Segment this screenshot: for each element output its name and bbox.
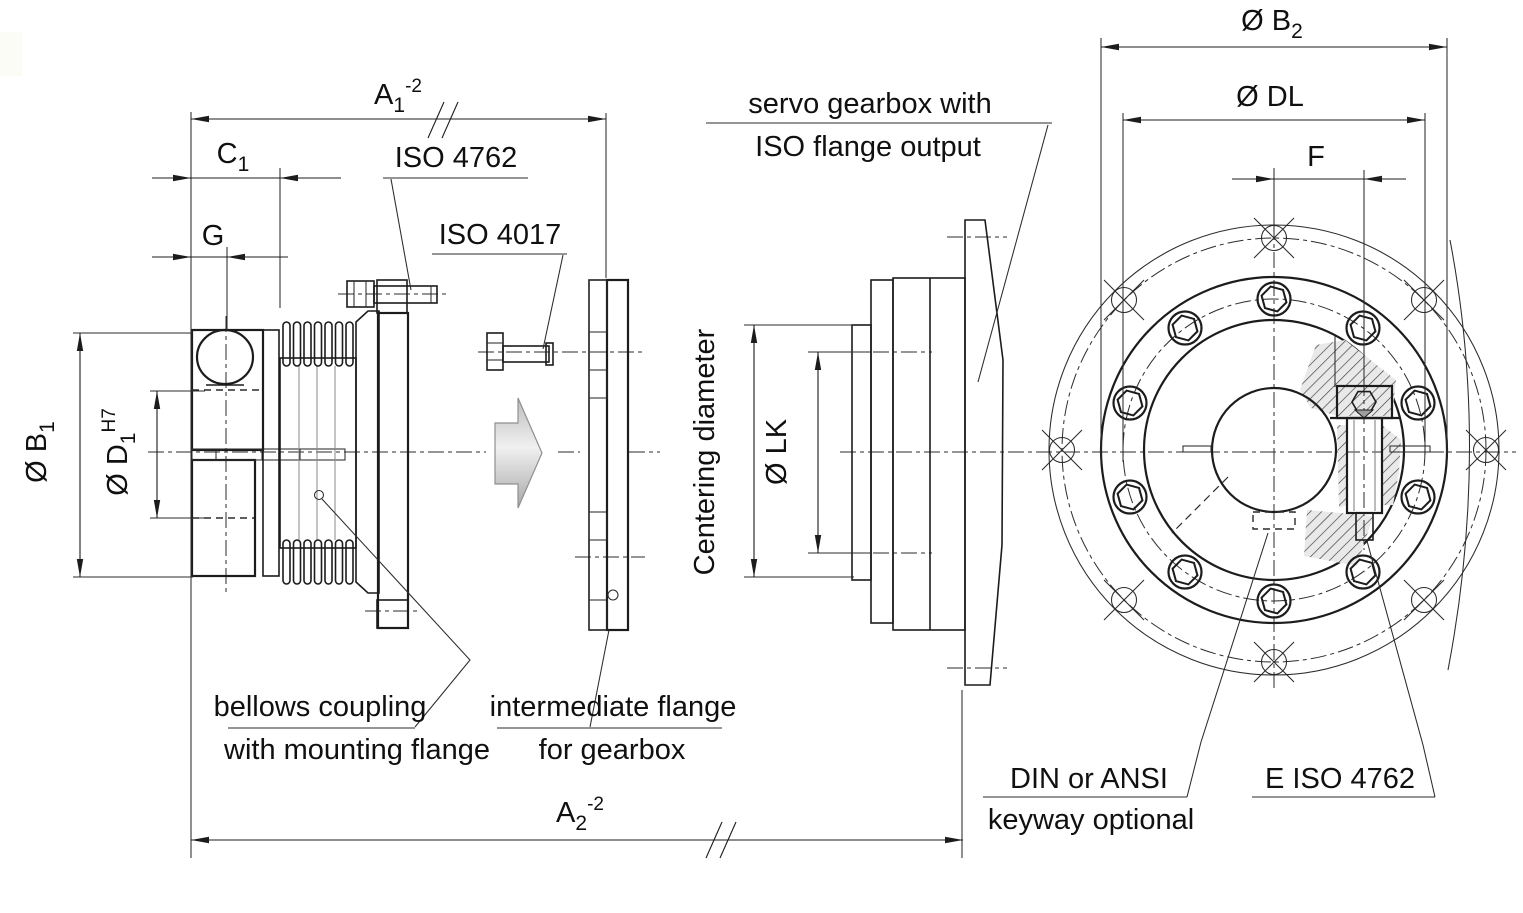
- flange-screw-hole-detail: [607, 589, 619, 601]
- dim-label-g: G: [202, 220, 225, 252]
- dimension-f: F: [1232, 141, 1406, 183]
- hub-slit-right: [1389, 445, 1431, 453]
- clamp-screw-front: [1330, 336, 1399, 550]
- dim-label-dl: Ø DL: [1236, 81, 1304, 113]
- gearbox-body-silhouette: [1447, 239, 1471, 671]
- assembly-direction-arrow-icon: [494, 397, 543, 509]
- dimension-lk: Ø LK: [761, 352, 822, 553]
- mounting-flange: [355, 279, 410, 630]
- iso4762-screw-side: [346, 280, 438, 308]
- flange-boss-section-bottom: [376, 599, 409, 629]
- hub-outer-circle: [1142, 318, 1406, 582]
- leader-dot: [313, 489, 325, 501]
- label-bellows-1: bellows coupling: [214, 691, 427, 723]
- dim-label-d1: Ø D1H7: [99, 408, 140, 496]
- servo-gearbox-view: [851, 219, 1004, 686]
- dimension-d1: Ø D1H7: [99, 391, 161, 518]
- label-keyway-1: DIN or ANSI: [1010, 763, 1168, 795]
- front-view: [1041, 217, 1507, 683]
- gearbox-flange-plate: [964, 219, 1004, 686]
- hidden-slit-edge: [1171, 476, 1229, 534]
- callout-keyway: DIN or ANSI keyway optional: [983, 532, 1269, 836]
- dim-label-b1: Ø B1: [21, 421, 59, 483]
- bellows-corrugations-bottom: [282, 539, 354, 585]
- dim-label-c1: C1: [217, 138, 250, 176]
- dimension-b2: Ø B2: [1101, 5, 1447, 51]
- shaft-bore: [1210, 386, 1338, 514]
- label-e-iso4762: E ISO 4762: [1265, 763, 1415, 795]
- label-keyway-2: keyway optional: [988, 804, 1194, 836]
- label-servo-gearbox-1: servo gearbox with: [748, 88, 991, 120]
- label-centering-diameter: Centering diameter: [689, 328, 721, 575]
- dim-label-b2: Ø B2: [1241, 5, 1303, 43]
- bellows-corrugations-top: [282, 321, 354, 367]
- clamp-screw-hole: [195, 328, 255, 386]
- callout-iso4762: ISO 4762: [383, 142, 528, 291]
- dimension-b1: Ø B1: [21, 333, 84, 577]
- dim-label-lk: Ø LK: [761, 418, 793, 485]
- intermediate-flange-view: [588, 278, 630, 632]
- dim-label-a2: A2-2: [556, 794, 604, 835]
- flange-boss-section: [376, 279, 408, 314]
- dimension-c1: C1: [152, 138, 341, 182]
- clamp-ring: [262, 329, 280, 577]
- extension-lines: [73, 38, 1448, 858]
- iso4017-bolt: [486, 332, 554, 371]
- bellows: [279, 321, 357, 585]
- label-iso4017: ISO 4017: [439, 219, 562, 251]
- callout-e-iso4762: E ISO 4762: [1252, 540, 1436, 798]
- dimension-centering: Centering diameter: [689, 325, 758, 577]
- optional-keyway: [1252, 511, 1296, 530]
- label-bellows-2: with mounting flange: [223, 734, 490, 766]
- dim-label-a1: A1-2: [374, 76, 422, 117]
- dimension-g: G: [152, 220, 288, 261]
- label-servo-gearbox-2: ISO flange output: [755, 131, 981, 163]
- label-iso4762: ISO 4762: [395, 142, 518, 174]
- dimension-dl: Ø DL: [1123, 81, 1425, 124]
- dimension-a2: A2-2: [191, 794, 963, 859]
- dimension-a1: A1-2: [191, 76, 606, 139]
- callout-intermediate-flange: intermediate flange for gearbox: [490, 629, 737, 766]
- hub-slit-left: [1182, 445, 1212, 453]
- scan-artifact: [0, 32, 22, 76]
- label-intermediate-2: for gearbox: [539, 734, 686, 766]
- label-intermediate-1: intermediate flange: [490, 691, 737, 723]
- dim-label-f: F: [1307, 141, 1325, 173]
- hub-clamp-slit: [191, 448, 346, 461]
- callout-iso4017: ISO 4017: [432, 219, 567, 350]
- callout-bellows-coupling: bellows coupling with mounting flange: [214, 489, 490, 766]
- callout-servo-gearbox: servo gearbox with ISO flange output: [706, 88, 1052, 383]
